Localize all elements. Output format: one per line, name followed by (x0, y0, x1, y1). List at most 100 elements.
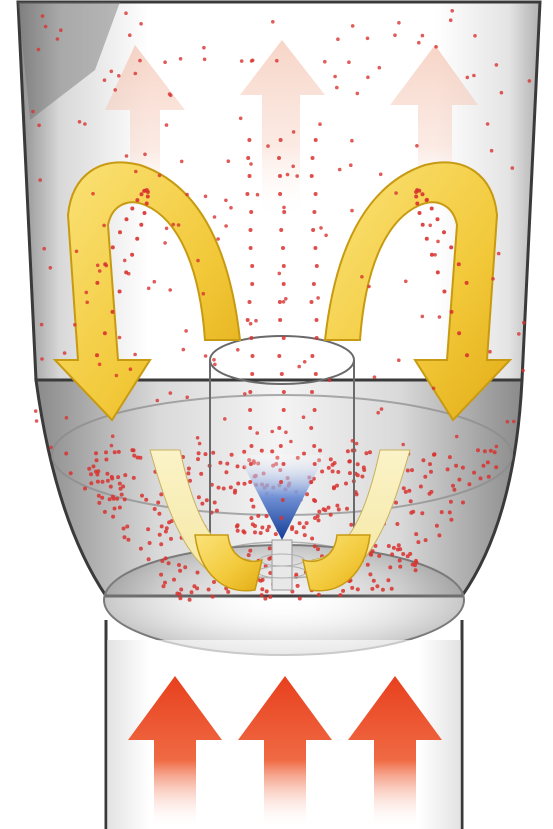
particle (249, 516, 253, 520)
particle (64, 452, 68, 456)
particle (224, 470, 228, 474)
particle (316, 296, 320, 300)
particle (493, 450, 497, 454)
particle (115, 497, 119, 501)
particle (249, 162, 253, 166)
particle (450, 9, 454, 13)
particle (126, 538, 130, 542)
particle (256, 193, 260, 197)
particle (42, 247, 46, 251)
particle (392, 546, 396, 550)
particle (101, 480, 105, 484)
particle (188, 598, 192, 602)
particle (117, 74, 121, 78)
particle (115, 374, 119, 378)
particle (280, 372, 284, 376)
particle (240, 59, 244, 63)
particle (248, 549, 252, 553)
particle (250, 264, 254, 268)
particle (318, 122, 322, 126)
particle (298, 597, 302, 601)
particle (414, 559, 418, 563)
particle (446, 467, 450, 471)
particle (404, 280, 408, 284)
particle (429, 470, 433, 474)
particle (486, 122, 490, 126)
particle (495, 445, 499, 449)
particle (315, 264, 319, 268)
particle (327, 506, 331, 510)
particle (133, 353, 137, 357)
particle (486, 460, 490, 464)
particle (313, 516, 317, 520)
particle (197, 451, 201, 455)
particle (177, 563, 181, 567)
particle (56, 37, 60, 41)
particle (162, 584, 166, 588)
particle (236, 348, 240, 352)
particle (111, 310, 115, 314)
particle (135, 198, 139, 202)
particle (246, 318, 250, 322)
particle (282, 462, 286, 466)
particle (118, 506, 122, 510)
inlet-airflow (128, 676, 442, 829)
particle (233, 489, 237, 493)
particle (153, 507, 157, 511)
particle (331, 469, 335, 473)
particle (110, 444, 114, 448)
particle (417, 189, 421, 193)
particle (367, 285, 371, 289)
particle (449, 500, 453, 504)
particle (109, 485, 113, 489)
particle (129, 367, 133, 371)
particle (268, 546, 272, 550)
particle (251, 522, 255, 526)
particle (106, 479, 110, 483)
particle (442, 230, 446, 234)
particle (83, 487, 87, 491)
particle (73, 323, 77, 327)
particle (203, 58, 207, 62)
particle (414, 195, 418, 199)
particle (394, 501, 398, 505)
particle (336, 470, 340, 474)
particle (212, 358, 216, 362)
particle (236, 523, 240, 527)
particle (387, 544, 391, 548)
particle (156, 399, 160, 403)
particle (125, 217, 129, 221)
particle (324, 234, 328, 238)
particle (143, 211, 147, 215)
particle (319, 226, 323, 230)
particle (336, 37, 340, 41)
particle (89, 481, 93, 485)
particle (295, 174, 299, 178)
particle (41, 14, 45, 18)
particle (123, 473, 127, 477)
particle (436, 240, 440, 244)
particle (332, 486, 336, 490)
particle (322, 507, 326, 511)
particle (449, 518, 453, 522)
particle (83, 122, 87, 126)
particle (457, 331, 461, 335)
particle (168, 288, 172, 292)
particle (292, 130, 296, 134)
particle (315, 318, 319, 322)
particle (236, 482, 240, 486)
particle (132, 448, 136, 452)
particle (168, 92, 172, 96)
particle (167, 561, 171, 565)
particle (163, 581, 167, 585)
particle (44, 25, 48, 29)
particle (146, 195, 150, 199)
particle (134, 170, 138, 174)
particle (163, 60, 167, 64)
particle (49, 266, 53, 270)
particle (430, 253, 434, 257)
particle (195, 586, 199, 590)
particle (95, 353, 99, 357)
particle (398, 559, 402, 563)
particle (467, 482, 471, 486)
